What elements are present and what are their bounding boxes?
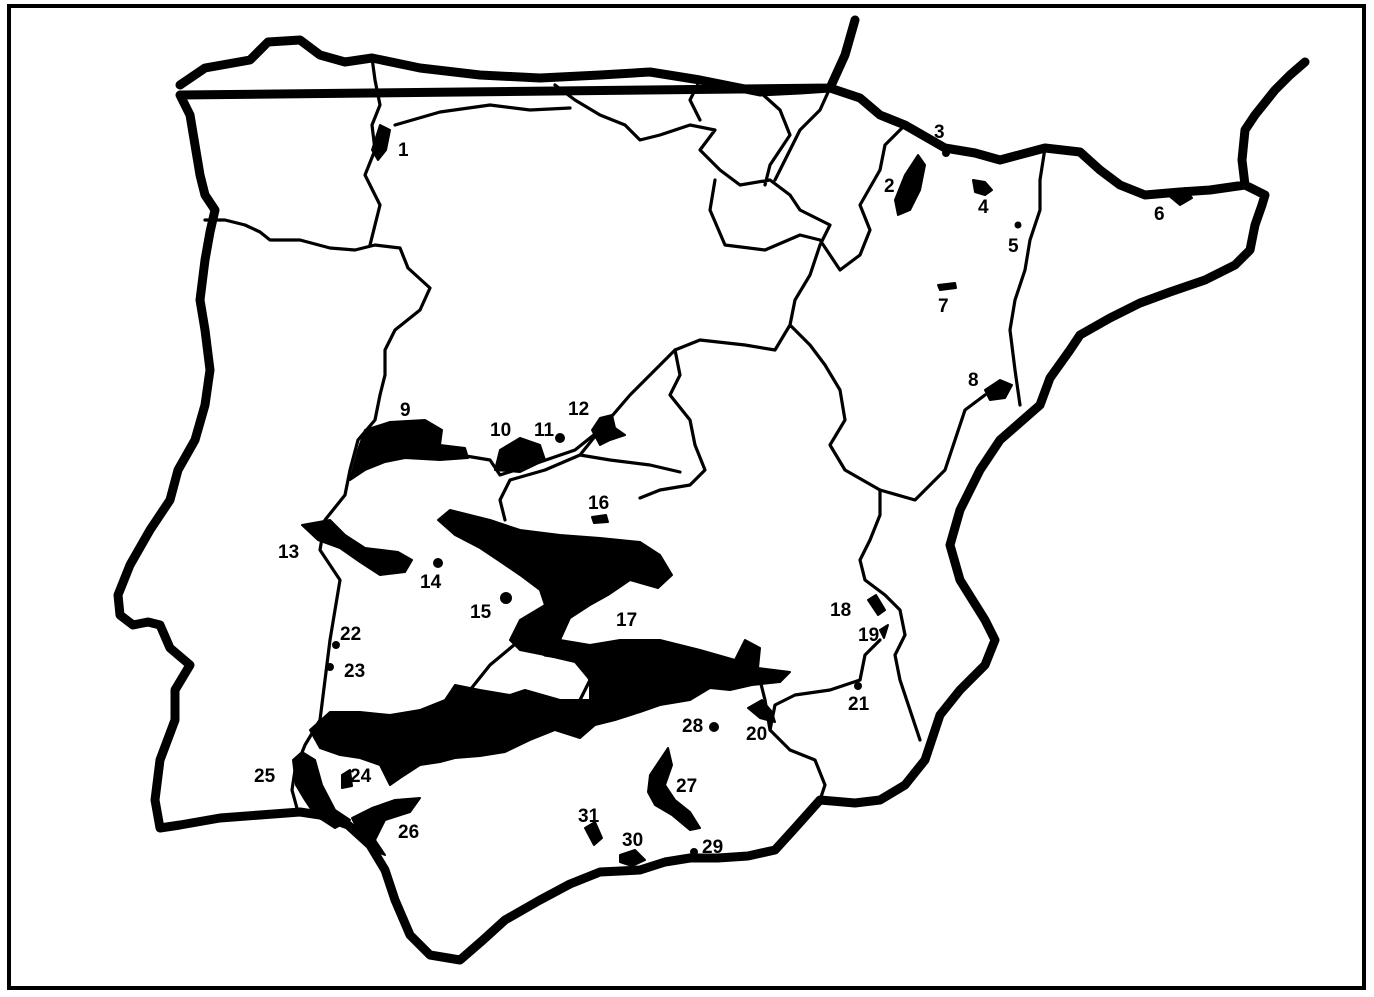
label-31: 31 [578, 806, 600, 827]
area-5 [1014, 221, 1022, 229]
area-14 [433, 558, 443, 568]
area-16 [591, 514, 609, 524]
label-7: 7 [938, 296, 949, 317]
label-19: 19 [858, 625, 879, 646]
label-12: 12 [568, 399, 589, 420]
area-17 [309, 509, 791, 786]
area-19 [879, 624, 889, 639]
area-10 [494, 437, 546, 473]
label-6: 6 [1154, 204, 1165, 225]
label-30: 30 [622, 830, 643, 851]
region-borders-south [468, 348, 922, 802]
area-9 [349, 419, 469, 481]
label-9: 9 [400, 400, 411, 421]
area-1 [371, 124, 391, 161]
area-26 [351, 797, 421, 856]
site-labels: 1 2 3 4 5 6 7 8 9 10 11 12 13 14 15 16 1… [254, 122, 1165, 858]
label-25: 25 [254, 766, 276, 787]
area-29 [690, 848, 698, 856]
area-24 [341, 769, 353, 789]
area-25 [292, 751, 351, 829]
area-31 [584, 821, 603, 846]
label-10: 10 [490, 420, 511, 441]
area-22 [332, 641, 340, 649]
label-26: 26 [398, 822, 419, 843]
area-7 [937, 282, 957, 291]
shaded-regions [292, 124, 1193, 867]
area-4 [972, 179, 993, 196]
label-13: 13 [278, 542, 299, 563]
area-13 [301, 519, 413, 576]
label-5: 5 [1008, 236, 1019, 257]
area-12 [591, 414, 626, 446]
portugal-border [203, 218, 432, 814]
label-16: 16 [588, 493, 609, 514]
label-14: 14 [420, 572, 442, 593]
label-21: 21 [848, 694, 870, 715]
area-21 [854, 682, 862, 690]
area-27 [647, 747, 701, 831]
map-border [7, 4, 1366, 990]
area-3 [942, 149, 950, 157]
label-15: 15 [470, 602, 492, 623]
label-8: 8 [968, 370, 979, 391]
label-11: 11 [534, 420, 555, 441]
area-11 [555, 433, 565, 443]
label-23: 23 [344, 661, 365, 682]
area-28 [709, 722, 719, 732]
label-3: 3 [934, 122, 945, 143]
peninsula-coastline [113, 15, 1310, 965]
area-8 [984, 379, 1013, 401]
label-4: 4 [978, 197, 989, 218]
label-29: 29 [702, 837, 723, 858]
label-17: 17 [616, 610, 637, 631]
label-2: 2 [884, 176, 895, 197]
label-27: 27 [676, 776, 697, 797]
area-18 [867, 594, 886, 616]
label-22: 22 [340, 624, 361, 645]
region-borders-north [363, 56, 1047, 502]
area-2 [894, 154, 926, 216]
area-23 [326, 663, 334, 671]
label-24: 24 [350, 766, 372, 787]
area-20 [747, 699, 776, 723]
label-18: 18 [830, 600, 851, 621]
area-30 [619, 849, 646, 867]
label-20: 20 [746, 724, 767, 745]
area-15 [500, 592, 512, 604]
label-1: 1 [398, 140, 409, 161]
area-6 [1167, 187, 1193, 206]
label-28: 28 [682, 716, 703, 737]
